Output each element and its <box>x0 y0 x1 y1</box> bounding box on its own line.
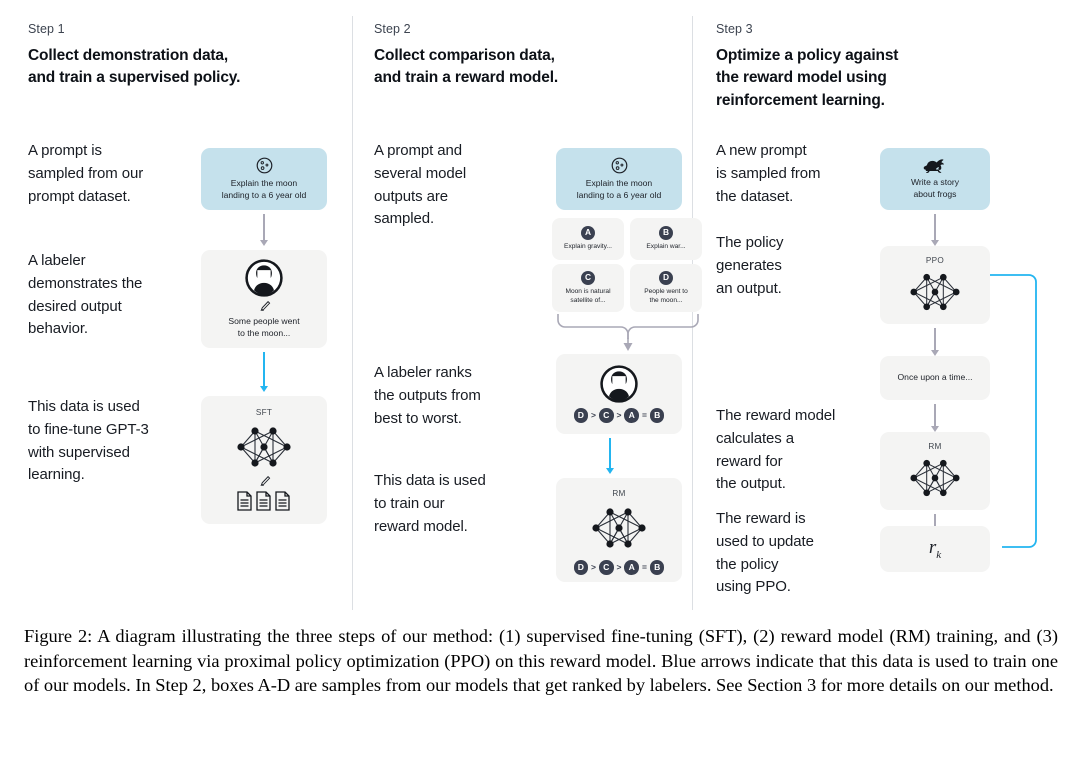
step-2-label: Step 2 <box>374 22 411 36</box>
step-2-title: Collect comparison data, and train a rew… <box>374 47 559 87</box>
arrow-gray-2 <box>929 214 941 246</box>
option-badge-b: B <box>659 226 673 241</box>
option-badge-c: C <box>581 270 595 285</box>
rank-operator: = <box>641 561 647 572</box>
arrow-gray-3 <box>929 328 941 356</box>
step-1-label: Step 1 <box>28 22 65 36</box>
frog-icon <box>923 157 947 174</box>
step-1-sft-box[interactable]: SFT <box>201 396 327 524</box>
option-badge-a: A <box>581 226 595 241</box>
step-3-rm-box[interactable]: RM <box>880 432 990 510</box>
column-divider-2 <box>692 16 693 610</box>
pencil-icon <box>257 299 271 313</box>
merge-bracket <box>552 312 704 352</box>
arrow-gray-1 <box>258 214 270 246</box>
person-icon <box>600 365 638 403</box>
step-2-column: Step 2 Collect comparison data, and trai… <box>374 0 714 612</box>
person-icon <box>245 259 283 297</box>
figure-caption: Figure 2: A diagram illustrating the thr… <box>24 626 1058 696</box>
column-divider-1 <box>352 16 353 610</box>
rank-chip: C <box>599 560 614 575</box>
step-3-output-text: Once upon a time... <box>897 372 973 383</box>
rank-operator: > <box>616 409 622 420</box>
diagram: Step 1 Collect demonstration data, and t… <box>28 0 1056 612</box>
option-badge-d: D <box>659 270 673 285</box>
step-2-rm-ranking: D > C > A = B <box>573 560 665 575</box>
rank-chip: A <box>624 560 639 575</box>
rank-chip: D <box>573 408 589 423</box>
step-1-column: Step 1 Collect demonstration data, and t… <box>28 0 368 612</box>
rank-chip: B <box>649 560 665 575</box>
documents-icon <box>236 491 292 511</box>
neural-net-icon <box>906 454 964 502</box>
step-3-reward-box[interactable]: rk <box>880 526 990 572</box>
step-3-title: Optimize a policy against the reward mod… <box>716 47 899 109</box>
step-3-rm-label: RM <box>928 442 942 451</box>
pencil-icon <box>257 474 271 488</box>
rank-chip: B <box>649 408 665 423</box>
option-text-a: Explain gravity... <box>564 243 612 251</box>
rank-operator: > <box>591 409 597 420</box>
reward-symbol: rk <box>928 537 942 561</box>
step-2-option-a[interactable]: A Explain gravity... <box>552 218 624 260</box>
moon-icon <box>610 156 629 175</box>
step-3-ppo-box[interactable]: PPO <box>880 246 990 324</box>
step-2-labeler-box[interactable]: D > C > A = B <box>556 354 682 434</box>
neural-net-icon <box>588 502 650 554</box>
rank-operator: > <box>591 561 597 572</box>
arrow-blue-2 <box>604 438 616 476</box>
arrow-gray-4 <box>929 404 941 432</box>
rank-chip: C <box>599 408 614 423</box>
moon-icon <box>255 156 274 175</box>
step-2-labeler-ranking: D > C > A = B <box>573 408 665 423</box>
rank-operator: = <box>641 409 647 420</box>
step-1-sft-label: SFT <box>255 408 273 417</box>
rank-chip: D <box>573 560 589 575</box>
rank-chip: A <box>624 408 639 423</box>
step-1-title: Collect demonstration data, and train a … <box>28 47 241 87</box>
arrow-blue-1 <box>258 352 270 394</box>
step-3-label: Step 3 <box>716 22 753 36</box>
step-3-ppo-label: PPO <box>925 256 945 265</box>
step-2-rm-box[interactable]: RM <box>556 478 682 582</box>
rank-operator: > <box>616 561 622 572</box>
option-text-b: Explain war... <box>646 243 686 251</box>
step-2-rm-label: RM <box>612 489 626 498</box>
neural-net-icon <box>906 268 964 316</box>
step-3-column: Step 3 Optimize a policy against the rew… <box>716 0 1056 612</box>
neural-net-icon <box>233 421 295 473</box>
step-3-output-box[interactable]: Once upon a time... <box>880 356 990 400</box>
step-2-option-b[interactable]: B Explain war... <box>630 218 702 260</box>
